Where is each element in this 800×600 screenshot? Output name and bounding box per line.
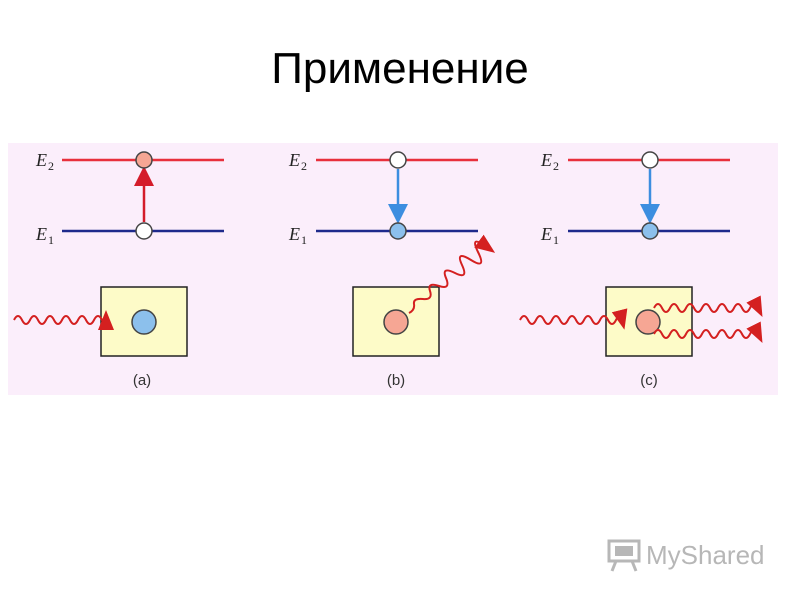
ground-electron-c [641,222,659,240]
e1-label-a: E [35,224,47,244]
incoming-photon-c [519,308,628,330]
slide-title: Применение [271,44,529,93]
panel-b: E 2 E 1 (b) [288,150,496,389]
e1-label-c: E [540,224,552,244]
caption-c: (c) [640,372,658,389]
ground-atom-a [131,309,157,335]
e1-sub-c: 1 [553,233,559,247]
caption-b: (b) [387,372,405,389]
e1-label-b: E [288,224,300,244]
empty-state-b [389,151,407,169]
atom-box-a [100,286,188,357]
caption-a: (a) [133,372,151,389]
presentation-board-icon [607,539,641,572]
empty-state-c [641,151,659,169]
stimulated-photon-1 [653,295,763,317]
watermark-text: MyShared [646,539,765,570]
panel-c: E 2 E 1 (c) [519,150,763,389]
empty-state-a [135,222,153,240]
e2-label-a: E [35,150,47,170]
watermark: MyShared [606,537,765,573]
excited-electron-a [135,151,153,169]
e2-sub-b: 2 [301,159,307,173]
panel-a: E 2 E 1 (a) [13,150,224,389]
e1-sub-b: 1 [301,233,307,247]
e2-label-c: E [540,150,552,170]
excited-atom-c [635,309,661,335]
incoming-photon-a [13,310,114,331]
e1-sub-a: 1 [48,233,54,247]
stimulated-photon-2 [653,321,763,343]
ground-electron-b [389,222,407,240]
emitted-photon-b [408,234,496,314]
e2-sub-c: 2 [553,159,559,173]
e2-sub-a: 2 [48,159,54,173]
e2-label-b: E [288,150,300,170]
excited-atom-b [383,309,409,335]
